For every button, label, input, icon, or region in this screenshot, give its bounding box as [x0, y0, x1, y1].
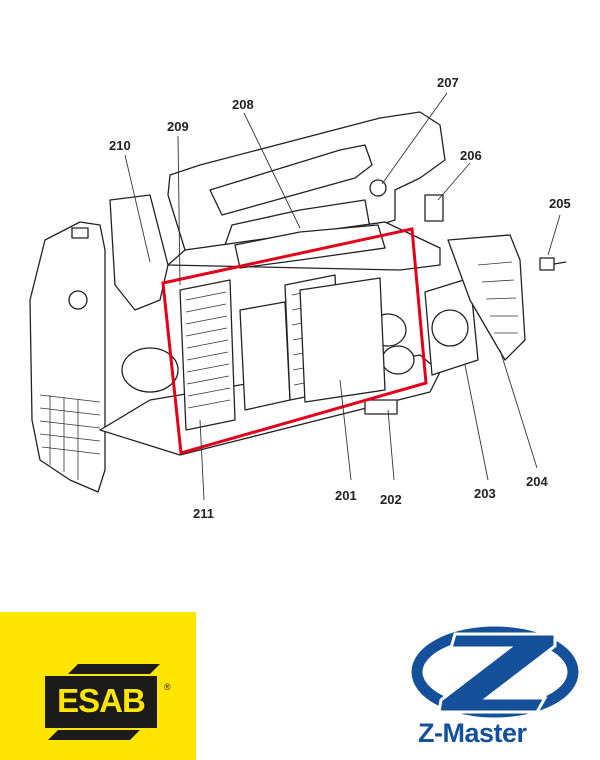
zmaster-logo-icon [411, 626, 579, 718]
control-knob-icon [68, 290, 88, 310]
esab-wordmark-box: ESAB [45, 676, 157, 728]
callout-206: 206 [460, 148, 482, 163]
front-logo-plate [71, 227, 89, 239]
callout-209: 209 [167, 119, 189, 134]
callout-204: 204 [526, 474, 548, 489]
esab-flag-icon [48, 664, 160, 740]
rear-panel-204 [447, 234, 526, 361]
side-bracket [109, 194, 169, 311]
cover-208 [234, 224, 386, 269]
callout-203: 203 [474, 486, 496, 501]
heat-sink-fins [185, 291, 231, 409]
strap-206 [424, 194, 444, 222]
fan-hub-icon [431, 309, 469, 347]
callout-207: 207 [437, 75, 459, 90]
leader-lines [124, 92, 561, 501]
heat-sink-211 [179, 279, 236, 431]
rear-panel-slots [477, 261, 518, 334]
callout-205: 205 [549, 196, 571, 211]
callout-202: 202 [380, 492, 402, 507]
pcb-board-201 [299, 277, 386, 403]
handle-grip [209, 144, 373, 216]
screw-205 [539, 257, 567, 271]
exploded-parts-diagram: 201 202 203 204 205 206 207 208 209 210 … [29, 75, 571, 521]
front-panel [29, 221, 106, 493]
callout-211: 211 [193, 506, 214, 521]
front-panel-vents [39, 394, 101, 480]
callout-210: 210 [109, 138, 131, 153]
highlight-frame [161, 227, 428, 455]
callout-208: 208 [232, 97, 254, 112]
esab-registered-mark: ® [164, 682, 171, 692]
callout-201: 201 [335, 488, 357, 503]
zmaster-wordmark: Z-Master [418, 718, 527, 748]
component-202 [364, 399, 398, 415]
esab-wordmark: ESAB [57, 682, 146, 719]
transformer [239, 301, 291, 411]
